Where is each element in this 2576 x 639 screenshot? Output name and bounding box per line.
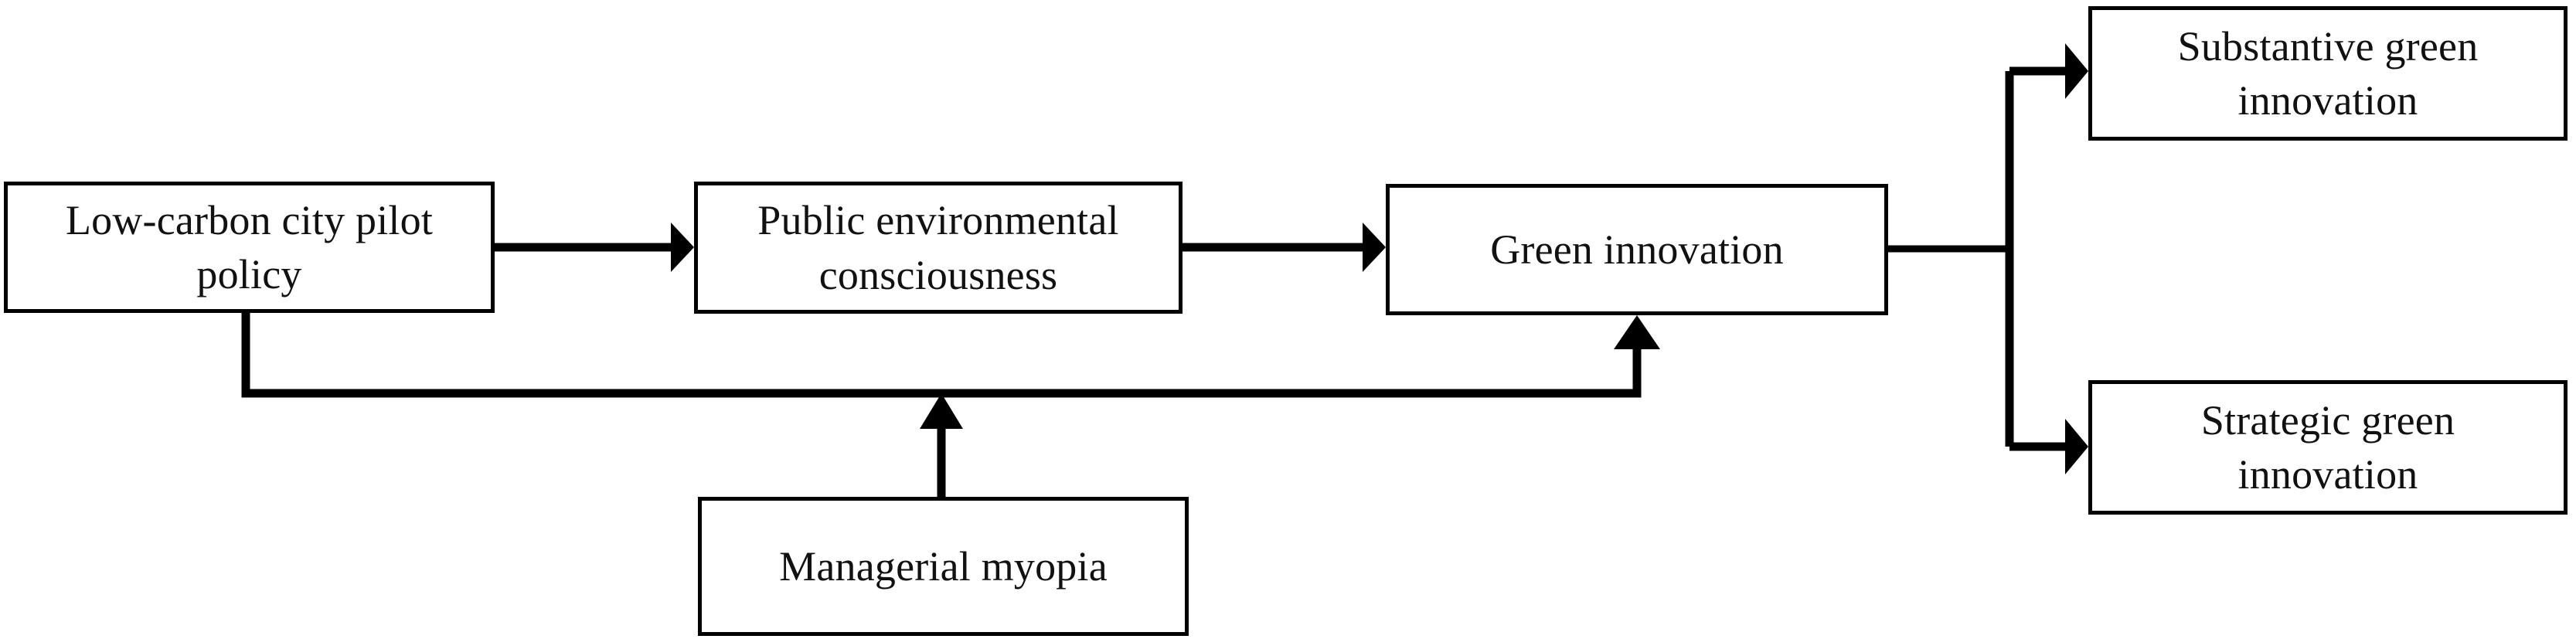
edge-policy-to-innovation-direct-line <box>241 313 1642 398</box>
edge-innovation-to-substantive-arrowhead <box>2065 43 2088 99</box>
edge-policy-to-consciousness <box>495 223 694 272</box>
node-low-carbon-city-pilot-policy-label: Low-carbon city pilot policy <box>65 196 434 297</box>
node-strategic-green-innovation-label: Strategic green innovation <box>2200 396 2455 498</box>
node-substantive-green-innovation-label: Substantive green innovation <box>2177 22 2479 124</box>
node-public-environmental-consciousness[interactable]: Public environmental consciousness <box>694 182 1183 314</box>
edge-myopia-moderates-arrowhead <box>920 393 963 429</box>
edge-consciousness-to-innovation <box>1183 223 1386 272</box>
edge-policy-to-innovation-direct-arrowhead <box>1614 315 1660 349</box>
edge-policy-to-innovation-direct <box>241 313 1660 398</box>
node-substantive-green-innovation[interactable]: Substantive green innovation <box>2088 6 2567 141</box>
node-managerial-myopia-label: Managerial myopia <box>779 542 1108 590</box>
edge-policy-to-consciousness-arrowhead <box>671 223 694 272</box>
edge-innovation-branch <box>1888 43 2088 474</box>
edge-innovation-to-strategic-arrowhead <box>2065 419 2088 474</box>
node-low-carbon-city-pilot-policy[interactable]: Low-carbon city pilot policy <box>4 182 495 313</box>
node-strategic-green-innovation[interactable]: Strategic green innovation <box>2088 380 2567 515</box>
node-managerial-myopia[interactable]: Managerial myopia <box>698 497 1189 636</box>
node-green-innovation-label: Green innovation <box>1490 226 1784 273</box>
node-public-environmental-consciousness-label: Public environmental consciousness <box>757 197 1119 298</box>
edge-myopia-moderates <box>920 393 963 497</box>
edge-consciousness-to-innovation-arrowhead <box>1363 223 1386 272</box>
node-green-innovation[interactable]: Green innovation <box>1386 184 1888 315</box>
